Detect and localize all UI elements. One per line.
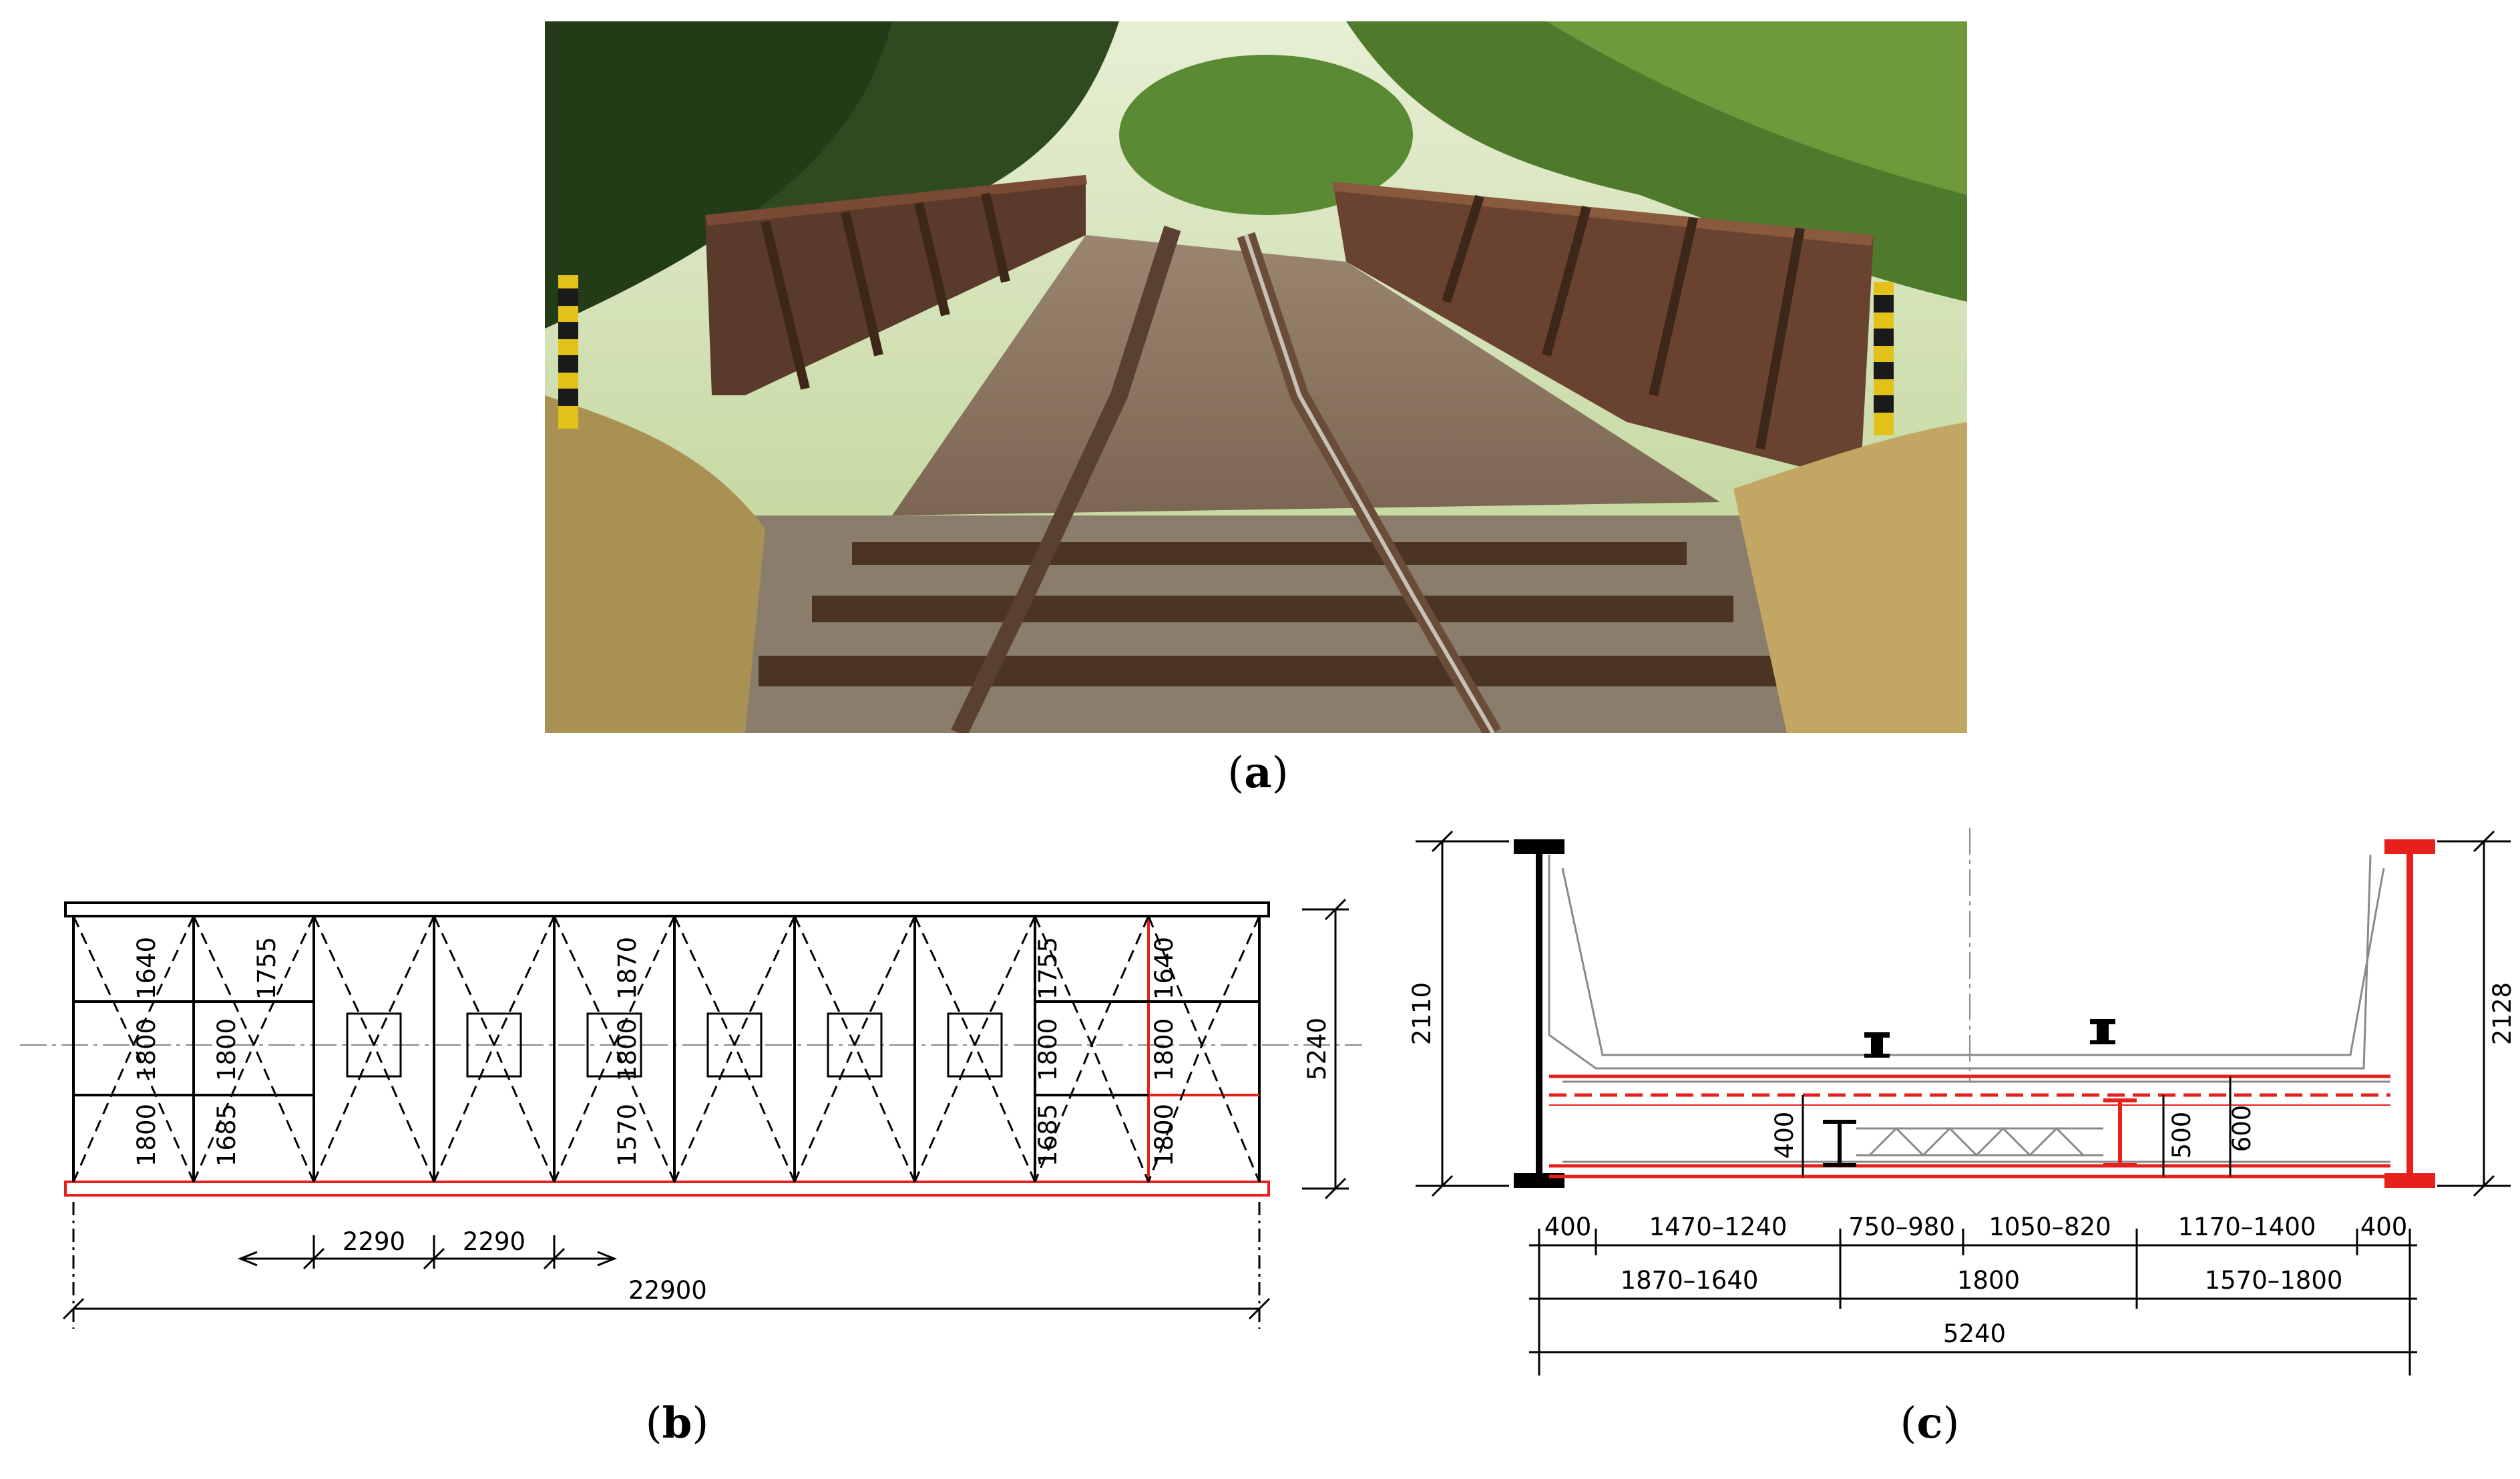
dim-top-1: 1640: [132, 937, 161, 1000]
row1-dim-4: 1050–820: [1988, 1213, 2111, 1241]
dim-bottom-5: 1800: [1150, 1104, 1179, 1167]
total-width-dim: 5240: [1943, 1319, 2006, 1348]
dim-bottom-3: 1570: [613, 1104, 642, 1167]
row1-dim-5: 1170–1400: [2178, 1213, 2316, 1241]
bridge-photo: [545, 21, 1967, 733]
plan-width-dim: 5240: [1303, 1018, 1331, 1080]
row1-dim-1: 400: [1544, 1213, 1592, 1241]
dim-mid-2: 1800: [212, 1018, 241, 1081]
row1-dim-3: 750–980: [1848, 1213, 1955, 1241]
dim-mid-4: 1800: [1034, 1018, 1062, 1081]
row1-dim-2: 1470–1240: [1649, 1213, 1788, 1241]
dim-bottom-2: 1685: [212, 1104, 241, 1167]
height-left-dim: 2110: [1408, 982, 1436, 1045]
total-length-dim: 22900: [628, 1276, 707, 1305]
cross-section-drawing: 2110 2128 400 500 600 400 1470–1240 750–…: [1408, 828, 2517, 1376]
caption-b: (b): [645, 1398, 709, 1448]
row1-dim-6: 400: [2360, 1213, 2408, 1241]
height-right-dim: 2128: [2488, 982, 2517, 1045]
dim-top-4: 1755: [1034, 937, 1062, 1000]
dim-bottom-1: 1800: [132, 1104, 161, 1167]
spacing-dim-left: 2290: [343, 1227, 405, 1256]
row2-dim-1: 1870–1640: [1621, 1266, 1759, 1295]
dim-400: 400: [1770, 1112, 1799, 1159]
dim-top-2: 1755: [252, 937, 281, 1000]
dim-500: 500: [2167, 1112, 2196, 1159]
dim-mid-5: 1800: [1150, 1018, 1179, 1081]
caption-c: (c): [1900, 1398, 1960, 1448]
dim-600: 600: [2228, 1105, 2256, 1152]
row2-dim-2: 1800: [1957, 1266, 2020, 1295]
row2-dim-3: 1570–1800: [2205, 1266, 2343, 1295]
dim-mid-3: 1800: [613, 1018, 642, 1081]
spacing-dim-right: 2290: [463, 1227, 526, 1256]
dim-top-5: 1640: [1150, 937, 1179, 1000]
dim-bottom-4: 1685: [1034, 1104, 1062, 1167]
caption-a: (a): [1227, 748, 1289, 798]
plan-view-drawing: 1640 1755 1870 1755 1640 1800 1800 1800 …: [20, 898, 1362, 1329]
dim-top-3: 1870: [613, 937, 642, 1000]
dim-mid-1: 1800: [132, 1018, 161, 1081]
